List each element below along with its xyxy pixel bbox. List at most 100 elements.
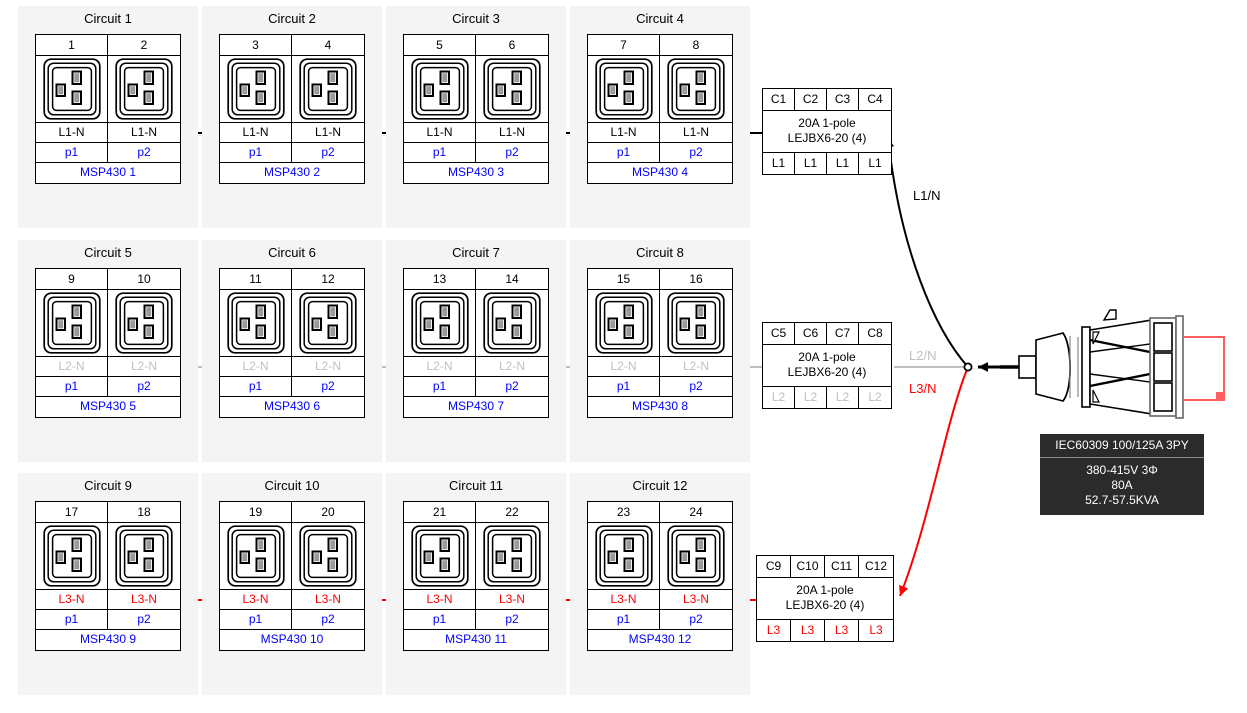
wire-label-l1: L1/N [913,188,941,203]
breaker-box-l3[interactable]: C9 C10 C11 C12 20A 1-pole LEJBX6-20 (4) … [756,555,894,642]
breaker-model: LEJBX6-20 (4) [785,598,865,612]
port-label: p1 [220,143,292,163]
circuit-title: Circuit 9 [84,478,132,493]
outlet-number: 3 [220,35,292,56]
circuit-panel-9[interactable]: Circuit 9 17 18 L3-N L3-N [18,473,198,695]
port-label: p1 [36,143,108,163]
wire-label-l2: L2/N [909,348,937,363]
power-socket-icon [410,58,469,120]
phase-label: L1-N [476,123,548,143]
breaker-phase: L3 [859,619,893,641]
circuit-title: Circuit 7 [452,245,500,260]
outlet-socket[interactable] [660,523,732,590]
outlet-socket[interactable] [36,523,108,590]
circuit-title: Circuit 3 [452,11,500,26]
branch-l3 [899,366,969,597]
breaker-spec: 20A 1-pole LEJBX6-20 (4) [757,578,893,619]
circuit-panel-12[interactable]: Circuit 12 23 24 L3-N L3-N [570,473,750,695]
port-label: p1 [404,377,476,397]
breaker-channel: C11 [825,556,859,578]
port-label: p1 [36,610,108,630]
circuit-panel-5[interactable]: Circuit 5 9 10 L2-N L2-N [18,240,198,462]
outlet-number: 11 [220,269,292,290]
outlet-socket[interactable] [292,290,364,357]
circuit-panel-10[interactable]: Circuit 10 19 20 L3-N L3-N [202,473,382,695]
breaker-phase: L1 [859,152,891,174]
circuit-panel-6[interactable]: Circuit 6 11 12 L2-N L2-N [202,240,382,462]
outlet-socket[interactable] [476,56,548,123]
device-label: MSP430 7 [447,399,505,413]
outlet-socket[interactable] [36,290,108,357]
circuit-title: Circuit 4 [636,11,684,26]
breaker-channel: C3 [827,89,859,111]
breaker-phase: L3 [791,619,825,641]
port-label: p1 [404,143,476,163]
phase-label: L3-N [108,590,180,610]
outlet-socket[interactable] [404,290,476,357]
circuit-panel-7[interactable]: Circuit 7 13 14 L2-N L2-N [386,240,566,462]
phase-label: L2-N [292,357,364,377]
outlet-socket[interactable] [404,56,476,123]
outlet-panel: 23 24 L3-N L3-N p1 p2 [587,501,733,651]
outlet-socket[interactable] [588,56,660,123]
outlet-number: 17 [36,502,108,523]
circuit-panel-11[interactable]: Circuit 11 21 22 L3-N L3-N [386,473,566,695]
outlet-socket[interactable] [220,290,292,357]
phase-label: L2-N [660,357,732,377]
port-label: p2 [108,143,180,163]
breaker-box-l2[interactable]: C5 C6 C7 C8 20A 1-pole LEJBX6-20 (4) L2 … [762,322,892,409]
outlet-socket[interactable] [660,290,732,357]
outlet-socket[interactable] [476,523,548,590]
power-socket-icon [667,58,725,120]
outlet-socket[interactable] [220,56,292,123]
port-label: p2 [292,143,364,163]
phase-label: L1-N [292,123,364,143]
spec-power: 52.7-57.5KVA [1085,493,1159,507]
outlet-socket[interactable] [108,523,180,590]
outlet-socket[interactable] [36,56,108,123]
outlet-socket[interactable] [108,56,180,123]
outlet-socket[interactable] [292,56,364,123]
outlet-panel: 5 6 L1-N L1-N p1 p2 [403,34,549,184]
outlet-socket[interactable] [108,290,180,357]
port-label: p1 [220,377,292,397]
phase-label: L1-N [404,123,476,143]
outlet-socket[interactable] [292,523,364,590]
port-label: p2 [292,610,364,630]
outlet-socket[interactable] [476,290,548,357]
port-label: p1 [588,610,660,630]
outlet-socket[interactable] [588,290,660,357]
outlet-number: 1 [36,35,108,56]
device-label: MSP430 5 [79,399,137,413]
breaker-phase: L2 [827,386,859,408]
circuit-panel-2[interactable]: Circuit 2 3 4 L1-N L1-N [202,6,382,228]
circuit-title: Circuit 12 [632,478,688,493]
outlet-number: 10 [108,269,180,290]
outlet-number: 13 [404,269,476,290]
phase-label: L2-N [220,357,292,377]
breaker-channel: C6 [795,323,827,345]
device-label: MSP430 8 [631,399,689,413]
outlet-number: 5 [404,35,476,56]
outlet-socket[interactable] [404,523,476,590]
outlet-number: 24 [660,502,732,523]
power-socket-icon [299,58,357,120]
circuit-panel-4[interactable]: Circuit 4 7 8 L1-N L1-N [570,6,750,228]
phase-label: L2-N [588,357,660,377]
device-label: MSP430 6 [263,399,321,413]
circuit-panel-1[interactable]: Circuit 1 1 2 L1-N L1-N [18,6,198,228]
outlet-number: 14 [476,269,548,290]
circuit-panel-3[interactable]: Circuit 3 5 6 L1-N L1-N [386,6,566,228]
breaker-channel: C1 [763,89,795,111]
phase-label: L2-N [404,357,476,377]
outlet-socket[interactable] [220,523,292,590]
outlet-socket[interactable] [660,56,732,123]
breaker-phase: L2 [859,386,891,408]
breaker-phase: L3 [757,619,791,641]
circuit-panel-8[interactable]: Circuit 8 15 16 L2-N L2-N [570,240,750,462]
breaker-box-l1[interactable]: C1 C2 C3 C4 20A 1-pole LEJBX6-20 (4) L1 … [762,88,892,175]
outlet-socket[interactable] [588,523,660,590]
breaker-channel: C2 [795,89,827,111]
breaker-channel: C5 [763,323,795,345]
phase-label: L1-N [108,123,180,143]
